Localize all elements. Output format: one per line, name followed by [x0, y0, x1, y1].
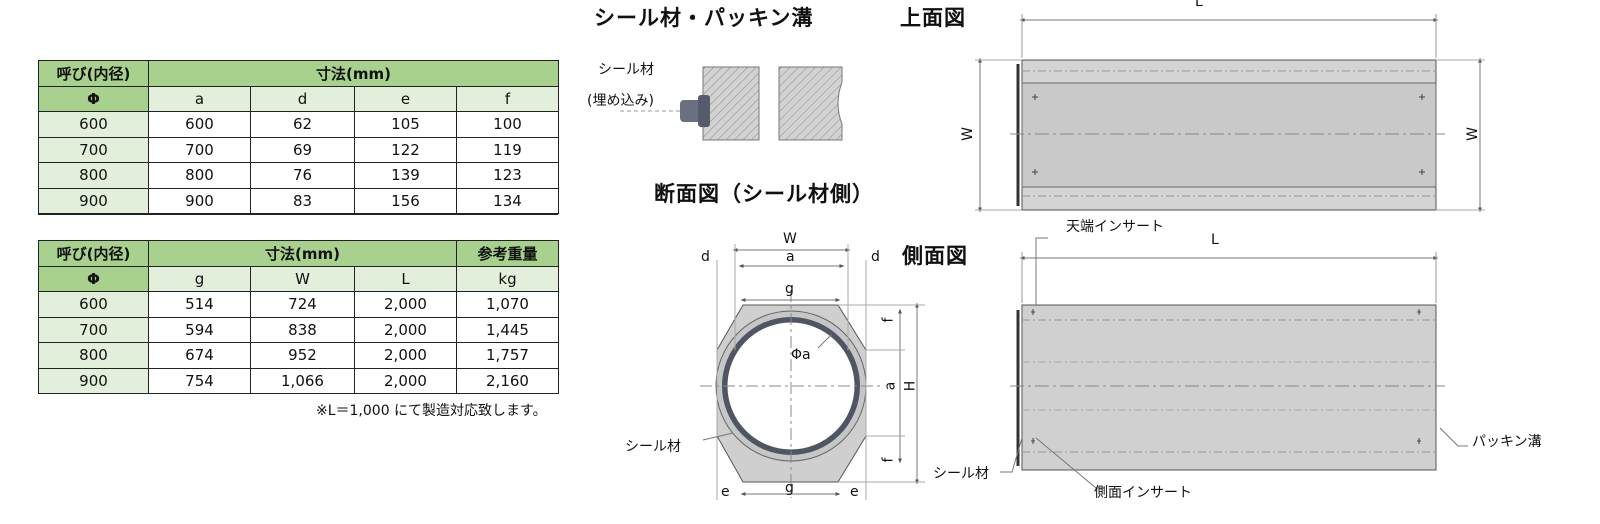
table-cell: 2,000 — [354, 342, 457, 369]
table-cell: 594 — [148, 316, 251, 343]
dim-L-top: L — [1195, 0, 1203, 10]
top-view-drawing — [975, 14, 1485, 213]
crown-insert-label: 天端インサート — [1066, 219, 1164, 235]
column-header: e — [354, 85, 457, 112]
table-divider — [38, 214, 558, 215]
embedded-label: (埋め込み) — [587, 93, 654, 109]
table-cell: 724 — [250, 291, 355, 318]
table-cell: 514 — [148, 291, 251, 318]
seal-material-label: シール材 — [598, 62, 654, 78]
table-cell: 69 — [250, 136, 355, 163]
packing-groove-label: パッキン溝 — [1472, 434, 1542, 450]
table-cell: 1,066 — [250, 367, 355, 394]
column-header: L — [354, 265, 457, 292]
table-cell: 105 — [354, 111, 457, 138]
table-cell: 156 — [354, 187, 457, 214]
table-cell: 1,757 — [456, 342, 559, 369]
column-header: f — [456, 85, 559, 112]
table-cell: 122 — [354, 136, 457, 163]
table-row: 800 674 952 2,000 1,757 — [38, 342, 559, 369]
table-cell: 800 — [38, 342, 149, 369]
table-cell: 2,000 — [354, 291, 457, 318]
table-cell: 1,445 — [456, 316, 559, 343]
dim-d-left: d — [701, 249, 710, 265]
header-phi: Φ — [38, 265, 149, 292]
column-header: g — [148, 265, 251, 292]
table-cell: 674 — [148, 342, 251, 369]
side-seal-label: シール材 — [933, 466, 989, 482]
table-cell: 838 — [250, 316, 355, 343]
dim-W-right: W — [1464, 127, 1481, 141]
dim-a-top: a — [786, 249, 795, 265]
dim-L-side: L — [1211, 232, 1219, 248]
dim-d-right: d — [871, 249, 880, 265]
table-cell: 754 — [148, 367, 251, 394]
table-row: 700 594 838 2,000 1,445 — [38, 316, 559, 343]
table-cell: 952 — [250, 342, 355, 369]
table-cell: 62 — [250, 111, 355, 138]
table-cell: 700 — [148, 136, 251, 163]
table-cell: 600 — [38, 111, 149, 138]
dim-f-top: f — [880, 317, 897, 323]
column-header: W — [250, 265, 355, 292]
side-insert-label: 側面インサート — [1094, 485, 1192, 501]
dimension-table-2: 呼び(内径) 寸法(mm) 参考重量 Φ g W L kg 600 514 72… — [38, 240, 559, 394]
table-cell: 139 — [354, 162, 457, 189]
table-cell: 900 — [38, 367, 149, 394]
dimension-table-1: 呼び(内径) 寸法(mm) Φ a d e f 600 600 62 105 1… — [38, 60, 559, 214]
column-header: d — [250, 85, 355, 112]
dim-g-bottom: g — [785, 480, 794, 496]
table-row: 900 900 83 156 134 — [38, 187, 559, 214]
side-view-heading: 側面図 — [902, 244, 968, 268]
table-cell: 1,070 — [456, 291, 559, 318]
dim-e-left: e — [721, 484, 730, 500]
table-cell: 83 — [250, 187, 355, 214]
table-row: 700 700 69 122 119 — [38, 136, 559, 163]
table-cell: 76 — [250, 162, 355, 189]
dim-f-bottom: f — [880, 457, 897, 463]
column-header: a — [148, 85, 251, 112]
cross-section-drawing — [700, 244, 925, 500]
dim-g-top: g — [785, 281, 794, 297]
table-cell: 2,160 — [456, 367, 559, 394]
table-cell: 800 — [38, 162, 149, 189]
table-row: 800 800 76 139 123 — [38, 162, 559, 189]
header-nominal: 呼び(内径) — [38, 60, 149, 87]
dim-e-right: e — [850, 484, 859, 500]
manufacturing-note: ※L＝1,000 にて製造対応致します。 — [316, 403, 547, 419]
dim-W-section: W — [783, 231, 797, 247]
dim-phi-a: Φa — [791, 347, 811, 363]
table-cell: 134 — [456, 187, 559, 214]
table-cell: 119 — [456, 136, 559, 163]
table-row: 600 600 62 105 100 — [38, 111, 559, 138]
section-seal-label: シール材 — [625, 439, 681, 455]
table-cell: 700 — [38, 136, 149, 163]
side-view-drawing — [1000, 237, 1468, 489]
table-cell: 800 — [148, 162, 251, 189]
dim-H: H — [902, 380, 919, 392]
top-view-heading: 上面図 — [900, 6, 966, 30]
table-row: 600 514 724 2,000 1,070 — [38, 291, 559, 318]
table-row: 900 754 1,066 2,000 2,160 — [38, 367, 559, 394]
table-cell: 100 — [456, 111, 559, 138]
table-cell: 900 — [38, 187, 149, 214]
header-dimensions: 寸法(mm) — [148, 240, 457, 267]
table-cell: 900 — [148, 187, 251, 214]
seal-groove-heading: シール材・パッキン溝 — [594, 6, 814, 30]
dim-W-left: W — [959, 127, 976, 141]
seal-detail-drawing — [620, 66, 843, 141]
table-cell: 2,000 — [354, 367, 457, 394]
dim-a-vertical: a — [882, 381, 899, 391]
section-view-heading: 断面図（シール材側） — [654, 182, 874, 206]
header-nominal: 呼び(内径) — [38, 240, 149, 267]
column-header: kg — [456, 265, 559, 292]
table-cell: 600 — [38, 291, 149, 318]
table-cell: 2,000 — [354, 316, 457, 343]
